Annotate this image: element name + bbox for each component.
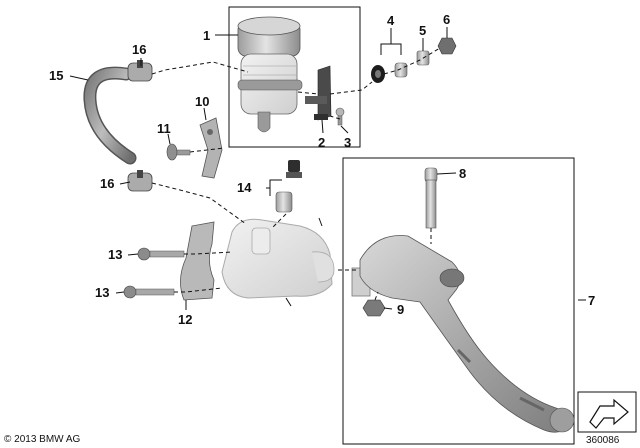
hose-clamp-bottom (127, 170, 153, 192)
mounting-screw (335, 107, 345, 126)
callout-11: 11 (157, 121, 171, 136)
callout-13-upper: 13 (108, 247, 123, 262)
callout-4: 4 (387, 13, 395, 28)
lever-nut (362, 299, 386, 317)
handlebar-clamp (180, 221, 215, 301)
callout-5: 5 (419, 23, 427, 38)
diagram-reference-number: 360086 (586, 435, 620, 446)
callout-9: 9 (397, 302, 405, 317)
rubber-grommet-set (371, 62, 408, 83)
callout-15: 15 (49, 68, 64, 83)
callout-13-lower: 13 (95, 285, 110, 300)
callout-2: 2 (318, 135, 326, 150)
leader-lines (69, 27, 586, 310)
reservoir-frame (228, 6, 361, 148)
lever-pivot-bolt (424, 167, 438, 229)
pan-head-bolt (166, 143, 191, 161)
nut (437, 37, 457, 55)
master-cylinder (221, 218, 335, 299)
callout-6: 6 (443, 12, 451, 27)
copyright-notice: © 2013 BMW AG (4, 434, 81, 445)
hose-holder-bracket (199, 117, 223, 179)
bleeder-valve (275, 160, 302, 213)
clamp-bolt-upper (137, 247, 185, 261)
assembly-lines (151, 47, 441, 301)
lever-frame (342, 157, 575, 445)
callout-14: 14 (237, 180, 252, 195)
clamp-bolt-lower (123, 285, 175, 299)
callout-12: 12 (178, 312, 193, 327)
brake-fluid-reservoir (237, 16, 303, 133)
callout-16-top: 16 (132, 42, 147, 57)
callout-3: 3 (344, 135, 352, 150)
callout-1: 1 (203, 28, 211, 43)
callout-7: 7 (588, 293, 596, 308)
callout-8: 8 (459, 166, 467, 181)
brake-hose (83, 66, 137, 165)
hose-clamp-top (127, 60, 153, 82)
callout-10: 10 (195, 94, 210, 109)
arrow-icon (577, 391, 637, 433)
brake-lever (351, 235, 575, 433)
callout-16-bottom: 16 (100, 176, 115, 191)
